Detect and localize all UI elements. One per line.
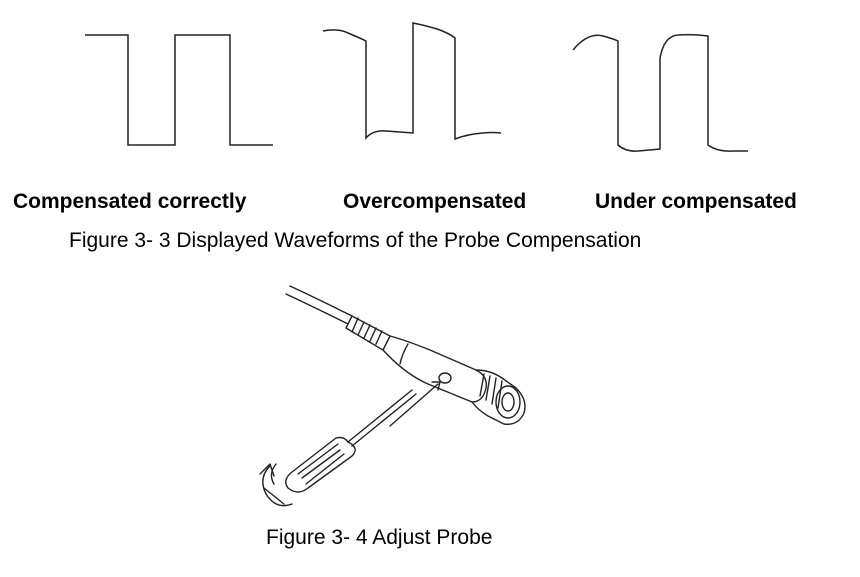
waveform-compensated-correctly — [80, 18, 280, 158]
waveform-overcompensated — [318, 18, 508, 158]
probe-adjustment-illustration — [240, 278, 540, 523]
probe-adjustment-illustration-icon — [259, 285, 526, 507]
label-compensated-correctly: Compensated correctly — [13, 190, 247, 213]
square-wave-rounded-icon — [572, 33, 748, 152]
square-wave-correct-icon — [85, 34, 273, 146]
waveform-under-compensated — [568, 18, 758, 158]
label-under-compensated: Under compensated — [595, 190, 797, 213]
square-wave-overshoot-icon — [322, 22, 502, 141]
label-overcompensated: Overcompensated — [343, 190, 527, 213]
figure-3-4-caption: Figure 3- 4 Adjust Probe — [266, 526, 493, 549]
figure-3-3-caption: Figure 3- 3 Displayed Waveforms of the P… — [69, 229, 642, 252]
